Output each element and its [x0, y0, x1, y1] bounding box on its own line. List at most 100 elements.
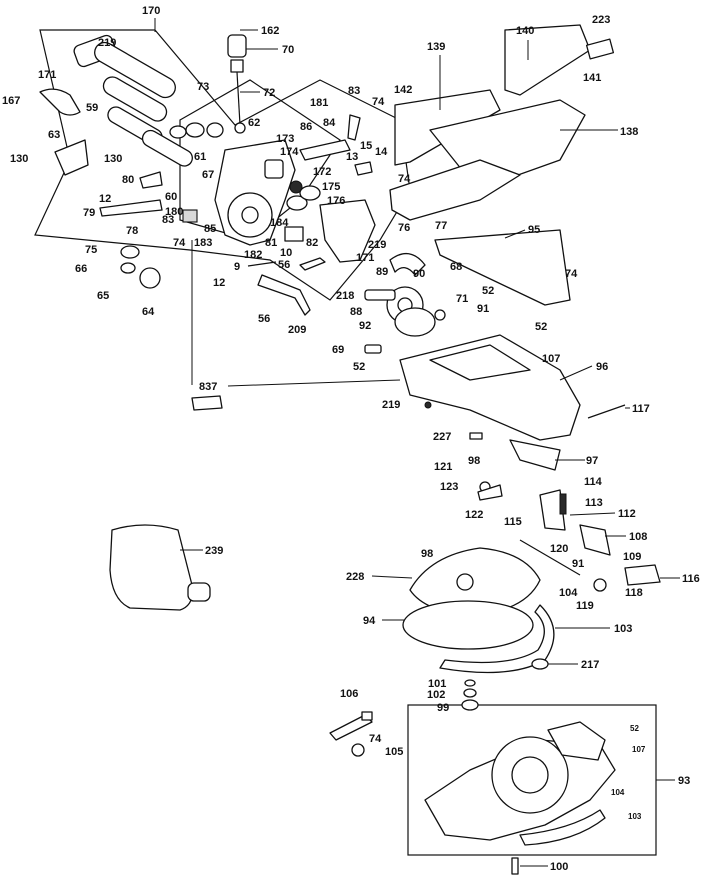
- callout-74e: 74: [369, 733, 382, 745]
- callout-122: 122: [465, 509, 483, 521]
- dust-tube-2: [102, 76, 168, 122]
- callout-74a: 74: [372, 96, 385, 108]
- callout-162: 162: [261, 25, 279, 37]
- callout-180: 180: [165, 206, 183, 218]
- base-column: [547, 721, 606, 761]
- callout-142: 142: [394, 84, 412, 96]
- callout-52b: 52: [535, 321, 547, 333]
- callout-219b: 219: [368, 239, 386, 251]
- callout-219c: 219: [382, 399, 400, 411]
- callout-91a: 91: [477, 303, 489, 315]
- small-parts-upper: [54, 114, 376, 316]
- callout-101: 101: [428, 678, 446, 690]
- callout-91b: 91: [572, 558, 584, 570]
- callout-14: 14: [375, 146, 388, 158]
- lever-83: [347, 114, 361, 141]
- clamp-97: [509, 439, 561, 471]
- callout-119: 119: [576, 600, 594, 612]
- leader-112: [569, 512, 616, 516]
- callout-99: 99: [437, 702, 449, 714]
- callout-60: 60: [165, 191, 177, 203]
- callout-74d: 74: [565, 268, 578, 280]
- callout-10: 10: [280, 247, 292, 259]
- callout-104b: 104: [611, 788, 625, 797]
- insert-hole: [456, 573, 474, 591]
- bracket-80: [139, 171, 163, 189]
- callout-92: 92: [359, 320, 371, 332]
- leader-96: [559, 365, 593, 381]
- callout-81: 81: [265, 237, 277, 249]
- nut-105: [351, 743, 365, 757]
- callout-52c: 52: [353, 361, 365, 373]
- label-223: [585, 38, 615, 60]
- callout-82: 82: [306, 237, 318, 249]
- miter-parts: [469, 432, 661, 592]
- ring-94: [402, 600, 534, 650]
- callout-9: 9: [234, 261, 240, 273]
- motor-group-outline: [34, 29, 411, 301]
- fence-main: [389, 159, 521, 221]
- callout-219a: 219: [98, 37, 116, 49]
- callout-64: 64: [142, 306, 155, 318]
- leader-228: [371, 575, 413, 579]
- bracket-176: [319, 199, 376, 263]
- washer-101: [464, 679, 476, 687]
- callout-56b: 56: [258, 313, 270, 325]
- washer-c: [206, 122, 224, 138]
- callout-90: 90: [413, 268, 425, 280]
- callout-93: 93: [678, 775, 690, 787]
- callout-80: 80: [122, 174, 134, 186]
- shaft-218: [364, 289, 396, 301]
- callout-79: 79: [83, 207, 95, 219]
- callout-56a: 56: [278, 259, 290, 271]
- callout-71: 71: [456, 293, 468, 305]
- ring-217: [531, 658, 549, 670]
- clip-69: [364, 344, 382, 354]
- dust-elbow-167: [39, 88, 81, 116]
- callout-130a: 130: [10, 153, 28, 165]
- callout-72: 72: [263, 87, 275, 99]
- callout-69: 69: [332, 344, 344, 356]
- callout-116: 116: [682, 573, 700, 585]
- callout-171b: 171: [356, 252, 374, 264]
- callout-95: 95: [528, 224, 540, 236]
- callout-63: 63: [48, 129, 60, 141]
- callout-115: 115: [504, 516, 522, 528]
- callout-174: 174: [280, 146, 299, 158]
- callout-181: 181: [310, 97, 328, 109]
- fence-140: [504, 24, 591, 96]
- callout-84: 84: [323, 117, 336, 129]
- crank-209: [257, 274, 311, 316]
- callout-13: 13: [346, 151, 358, 163]
- callout-107b: 107: [632, 745, 646, 754]
- plate-79: [99, 199, 163, 217]
- wrench-tip: [361, 711, 373, 721]
- bolt-100: [511, 857, 519, 875]
- washer-a: [169, 125, 187, 139]
- rod-end: [234, 122, 246, 134]
- ring-b: [299, 185, 321, 201]
- bracket-108: [579, 524, 611, 556]
- callout-85: 85: [204, 223, 216, 235]
- callout-96: 96: [596, 361, 608, 373]
- callout-59: 59: [86, 102, 98, 114]
- callout-218: 218: [336, 290, 354, 302]
- callout-103b: 103: [628, 812, 642, 821]
- motor-hub: [241, 206, 259, 224]
- callout-217: 217: [581, 659, 599, 671]
- brush-cap: [264, 159, 284, 179]
- base-turntable-inner: [511, 756, 549, 794]
- callout-120: 120: [550, 543, 568, 555]
- handle-rod: [169, 34, 247, 139]
- callout-94: 94: [363, 615, 376, 627]
- clamp-837: [191, 395, 223, 411]
- callout-83: 83: [348, 85, 360, 97]
- lever-122: [477, 484, 503, 501]
- pin-227: [469, 432, 483, 440]
- spring-113: [559, 493, 567, 515]
- motor-housing: [214, 139, 321, 246]
- blade-parts: [364, 253, 446, 354]
- leader-837b: [227, 379, 401, 387]
- callout-223: 223: [592, 14, 610, 26]
